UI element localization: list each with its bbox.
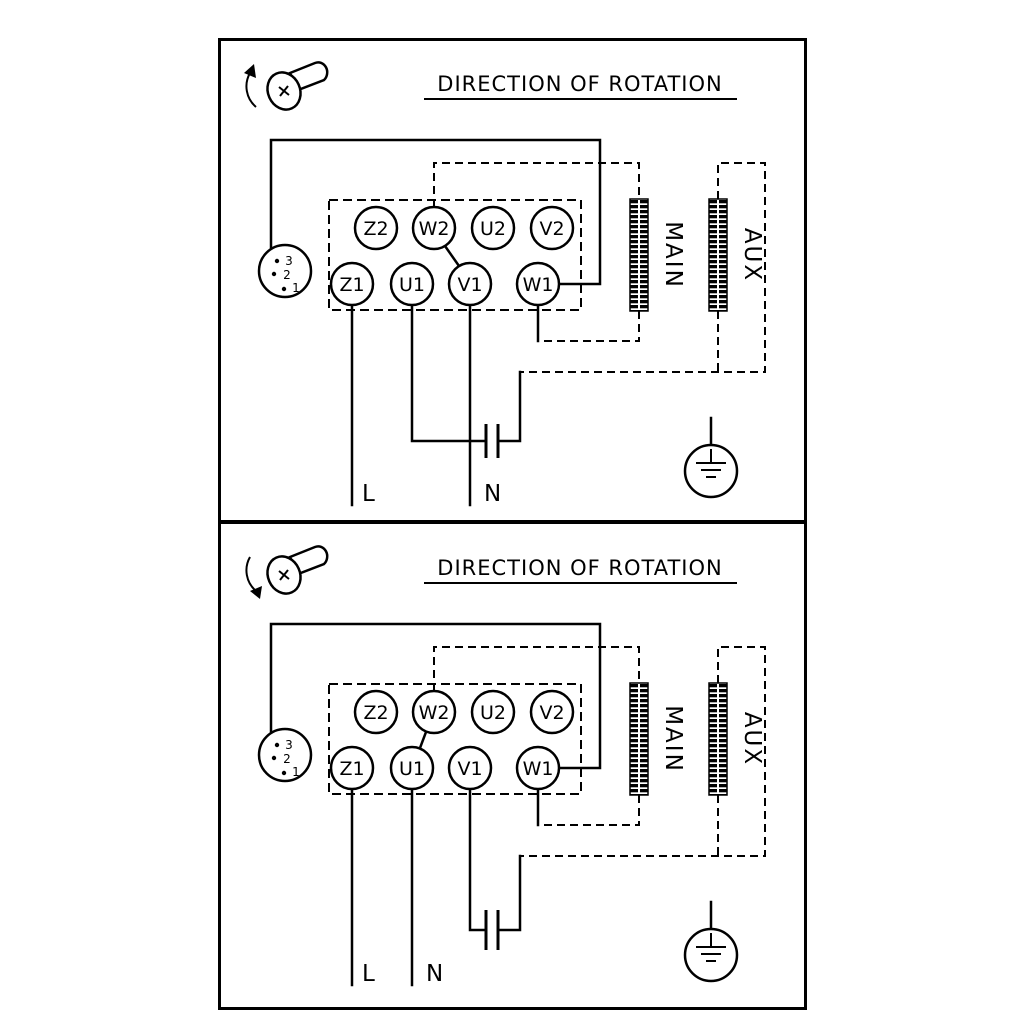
- wire-switch-to-w1: [269, 622, 602, 770]
- rotation-arrow-icon: [245, 556, 257, 592]
- svg-text:V1: V1: [457, 758, 482, 780]
- wires-dashed: [433, 162, 766, 373]
- switch-position-dot: [274, 742, 280, 748]
- wire-aux-top-loop: [520, 162, 766, 373]
- terminal-box: [328, 199, 582, 311]
- svg-text:Z2: Z2: [363, 702, 388, 724]
- terminal-v2: V2: [529, 689, 575, 735]
- line-label: L: [362, 481, 375, 507]
- wire-capacitor-to-aux: [496, 854, 522, 932]
- wire-w2-to-main: [433, 646, 640, 691]
- terminal-z1: Z1: [329, 261, 375, 307]
- terminal-u1: U1: [389, 745, 435, 791]
- terminal-w1: W1: [515, 261, 561, 307]
- svg-text:W2: W2: [419, 702, 450, 724]
- aux-winding: AUX: [708, 198, 765, 312]
- terminal-v1: V1: [447, 261, 493, 307]
- svg-text:W2: W2: [419, 218, 450, 240]
- switch-position-dot: [281, 286, 287, 292]
- wire-switch-to-w1: [269, 138, 602, 286]
- shaft-slot: [279, 85, 289, 97]
- direction-of-rotation-title: DIRECTION OF ROTATION: [437, 556, 722, 580]
- switch-position-dot: [281, 770, 287, 776]
- wire-w2-v1-bridge: [443, 244, 461, 268]
- aux-winding-label: AUX: [739, 712, 765, 766]
- aux-winding: AUX: [708, 682, 765, 796]
- wire-u1-to-capacitor: [410, 303, 488, 443]
- rotation-direction-icon: [245, 545, 329, 599]
- terminal-u2: U2: [470, 205, 516, 251]
- terminal-box: [328, 683, 582, 795]
- terminal-z1: Z1: [329, 745, 375, 791]
- ground-icon: [683, 900, 739, 983]
- main-winding: MAIN: [629, 198, 686, 312]
- switch-position-1: 1: [292, 281, 300, 295]
- panel-top: DIRECTION OF ROTATION MAI: [218, 38, 807, 523]
- svg-text:U2: U2: [480, 702, 506, 724]
- rotation-arrowhead: [244, 64, 256, 78]
- main-winding-label: MAIN: [660, 221, 686, 289]
- switch-position-1: 1: [292, 765, 300, 779]
- wires-dashed: [433, 646, 766, 857]
- wire-v1-to-capacitor: [468, 787, 488, 932]
- svg-text:W1: W1: [523, 274, 554, 296]
- direction-of-rotation-title: DIRECTION OF ROTATION: [437, 72, 722, 96]
- rotation-arrow-icon: [245, 72, 257, 108]
- wire-w2-to-main: [433, 162, 640, 207]
- svg-text:Z2: Z2: [363, 218, 388, 240]
- terminal-w2: W2: [411, 689, 457, 735]
- wires-solid: [269, 622, 602, 987]
- svg-text:U1: U1: [399, 274, 425, 296]
- selector-switch: 3 2 1: [257, 243, 313, 299]
- line-label: L: [362, 961, 375, 987]
- rotation-arrowhead: [250, 586, 262, 599]
- switch-position-2: 2: [283, 268, 291, 282]
- svg-text:U1: U1: [399, 758, 425, 780]
- main-winding-label: MAIN: [660, 705, 686, 773]
- wires-solid: [269, 138, 602, 507]
- svg-text:W1: W1: [523, 758, 554, 780]
- rotation-direction-icon: [244, 61, 329, 111]
- terminal-u1: U1: [389, 261, 435, 307]
- switch-position-dot: [271, 755, 277, 761]
- ground-icon: [683, 416, 739, 499]
- main-winding: MAIN: [629, 682, 686, 796]
- terminal-z2: Z2: [353, 205, 399, 251]
- wire-w2-u1-bridge: [418, 730, 428, 750]
- terminal-v1: V1: [447, 745, 493, 791]
- shaft-slot: [279, 569, 289, 581]
- svg-text:Z1: Z1: [339, 758, 364, 780]
- neutral-label: N: [484, 481, 501, 507]
- svg-text:Z1: Z1: [339, 274, 364, 296]
- switch-position-3: 3: [285, 738, 293, 752]
- wire-main-to-w1: [541, 311, 640, 342]
- terminal-u2: U2: [470, 689, 516, 735]
- capacitor-symbol: [484, 424, 500, 458]
- switch-position-dot: [274, 258, 280, 264]
- aux-winding-label: AUX: [739, 228, 765, 282]
- svg-text:U2: U2: [480, 218, 506, 240]
- panel-bottom: DIRECTION OF ROTATION MAI: [218, 521, 807, 1010]
- switch-position-dot: [271, 271, 277, 277]
- terminal-w2: W2: [411, 205, 457, 251]
- svg-text:V1: V1: [457, 274, 482, 296]
- switch-position-3: 3: [285, 254, 293, 268]
- wire-main-to-w1: [541, 795, 640, 826]
- terminal-v2: V2: [529, 205, 575, 251]
- terminal-w1: W1: [515, 745, 561, 791]
- svg-text:V2: V2: [539, 702, 564, 724]
- switch-position-2: 2: [283, 752, 291, 766]
- wire-aux-top-loop: [520, 646, 766, 857]
- selector-switch: 3 2 1: [257, 727, 313, 783]
- wire-capacitor-to-aux: [496, 370, 522, 443]
- panel-border: [218, 521, 807, 1010]
- svg-text:V2: V2: [539, 218, 564, 240]
- terminal-z2: Z2: [353, 689, 399, 735]
- capacitor-symbol: [484, 910, 500, 950]
- neutral-label: N: [426, 961, 443, 987]
